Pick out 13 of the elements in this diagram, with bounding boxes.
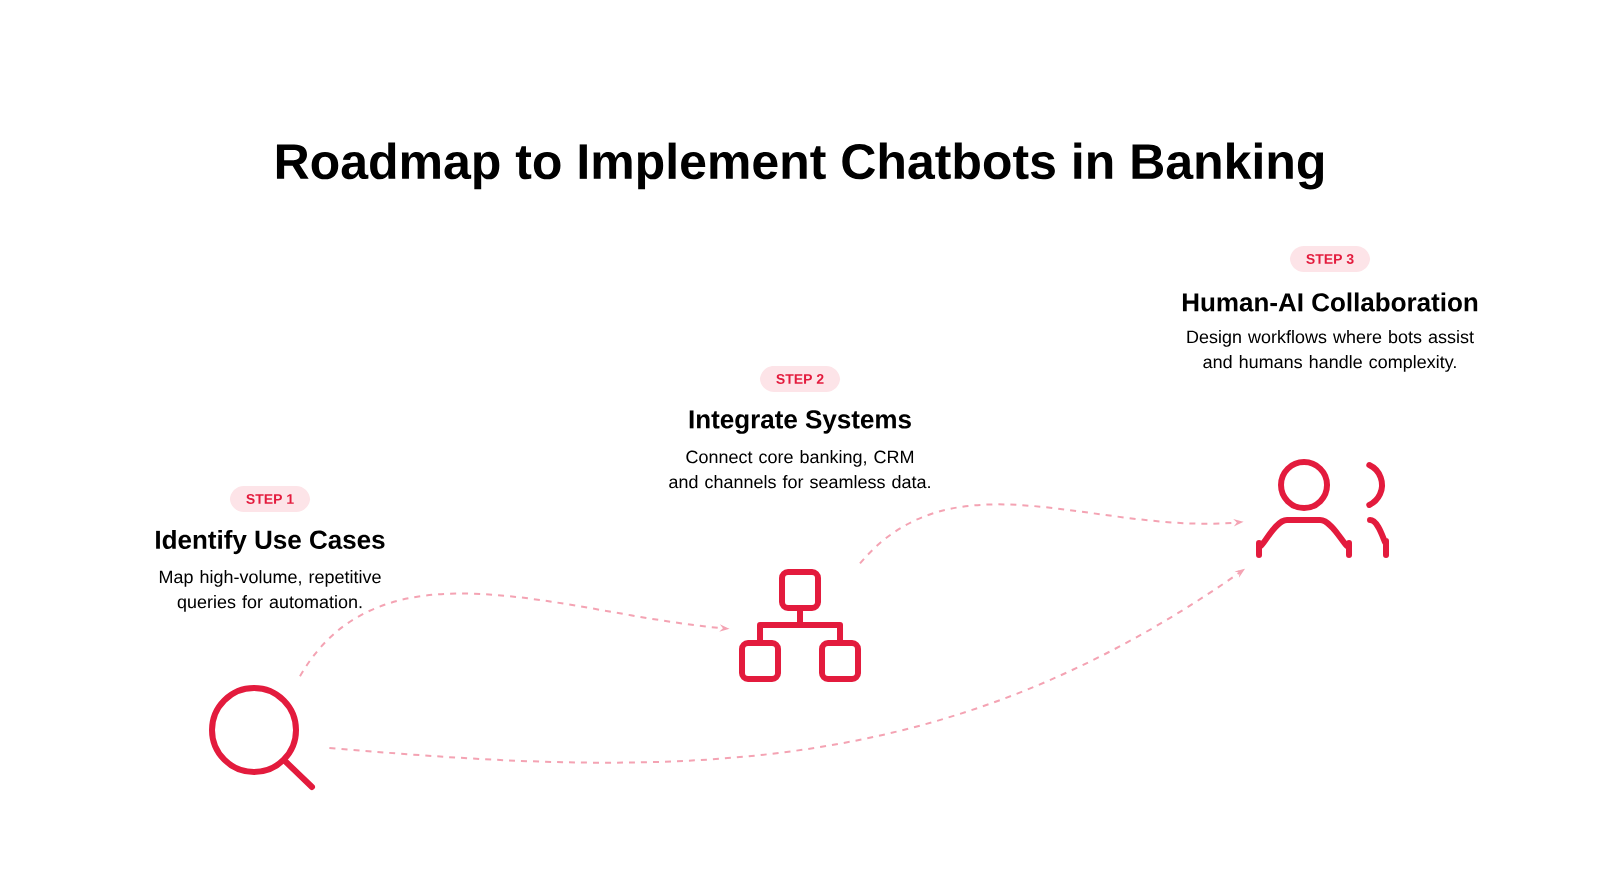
- step-title: Integrate Systems: [689, 410, 911, 434]
- title: Roadmap to Implement Chatbots in Banking: [276, 142, 1324, 190]
- step-badge: STEP 3: [1289, 246, 1371, 272]
- magnifier-icon: [209, 685, 315, 790]
- step-description: Map high-volume, repetitive queries for automation.: [159, 570, 381, 612]
- step-title: Human-AI Collaboration: [1182, 292, 1478, 312]
- hierarchy-icon: [739, 569, 861, 682]
- step-badge: STEP 2: [759, 366, 841, 392]
- step-badge: STEP 1: [229, 486, 311, 512]
- step-description: Design workflows where bots assist and humans handle complexity.: [1187, 330, 1474, 372]
- step-title: Identify Use Cases: [156, 529, 385, 555]
- step-description: Connect core banking, CRM and channels for seamless data.: [669, 450, 930, 489]
- people-icon: [1256, 459, 1389, 558]
